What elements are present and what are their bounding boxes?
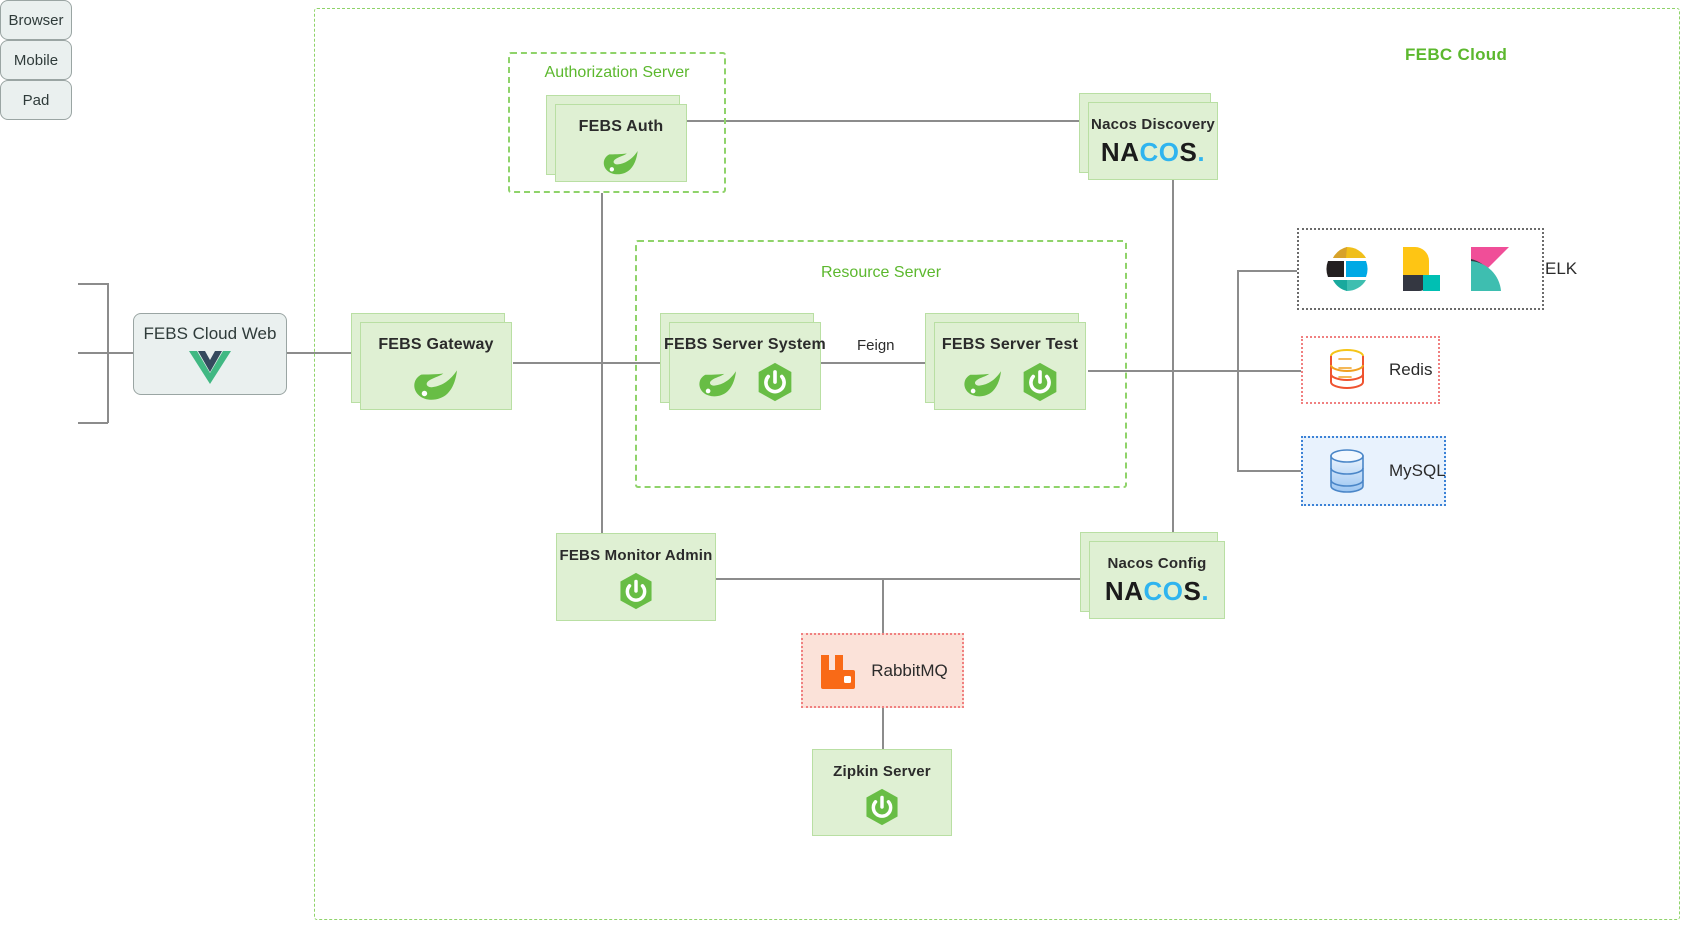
external-rabbitmq[interactable]: RabbitMQ (801, 633, 964, 708)
rabbitmq-icon (817, 651, 857, 691)
nacos-wordmark-dot: . (1201, 576, 1210, 606)
spring-leaf-icon (601, 144, 641, 178)
card-front-layer: FEBS Auth (555, 104, 687, 182)
febs-auth-label: FEBS Auth (578, 118, 664, 135)
edge-test-right-bus (1088, 370, 1238, 372)
external-mysql[interactable]: MySQL (1301, 436, 1446, 506)
card-front-layer: FEBS Monitor Admin (556, 533, 716, 621)
spring-leaf-icon (961, 364, 1005, 400)
group-resource-server-label: Resource Server (820, 264, 942, 281)
redis-label: Redis (1389, 360, 1433, 379)
febs-monitor-admin-label: FEBS Monitor Admin (559, 547, 713, 564)
febs-server-system-label: FEBS Server System (664, 336, 826, 353)
spring-boot-icon (864, 788, 900, 826)
rabbitmq-label: RabbitMQ (871, 660, 948, 680)
edge-gateway-resource (513, 362, 673, 364)
external-redis[interactable]: Redis (1301, 336, 1440, 404)
card-front-layer: FEBS Server Test (934, 322, 1086, 410)
spring-boot-icon (618, 572, 654, 610)
nacos-discovery-label: Nacos Discovery (1091, 116, 1215, 133)
nacos-config-label: Nacos Config (1107, 555, 1207, 572)
client-mobile-label: Mobile (13, 51, 59, 69)
client-mobile[interactable]: Mobile (0, 40, 72, 80)
edge-client-bus-vertical (107, 283, 109, 423)
service-febs-monitor-admin[interactable]: FEBS Monitor Admin (556, 533, 716, 621)
group-authorization-server: Authorization Server (508, 52, 726, 193)
spring-leaf-icon (410, 362, 462, 404)
febs-cloud-web-label: FEBS Cloud Web (143, 324, 277, 343)
service-febs-gateway[interactable]: FEBS Gateway (351, 313, 512, 410)
edge-bus-mysql (1237, 470, 1301, 472)
nacos-wordmark-part1: NA (1104, 576, 1144, 606)
edge-browser-bus (78, 283, 108, 285)
group-authorization-server-label: Authorization Server (544, 64, 690, 81)
edge-web-gateway (285, 352, 351, 354)
service-febs-auth[interactable]: FEBS Auth (546, 95, 687, 182)
nacos-wordmark-dot: . (1197, 137, 1206, 167)
service-febs-server-system[interactable]: FEBS Server System (660, 313, 826, 410)
edge-bus-redis (1237, 370, 1301, 372)
edge-monitor-nacosconfig (716, 578, 1080, 580)
client-pad[interactable]: Pad (0, 80, 72, 120)
edge-label-feign: Feign (851, 337, 901, 354)
client-browser-label: Browser (8, 11, 64, 29)
mysql-cylinder-icon (1325, 446, 1369, 496)
card-front-layer: Zipkin Server (812, 749, 952, 836)
client-browser[interactable]: Browser (0, 0, 72, 40)
edge-auth-monitor-vertical (601, 193, 603, 538)
febc-cloud-boundary (314, 8, 1680, 920)
service-zipkin-server[interactable]: Zipkin Server (812, 749, 952, 836)
logstash-icon (1393, 243, 1445, 295)
external-elk[interactable]: ELK (1297, 228, 1577, 310)
edge-rabbitmq-zipkin (882, 708, 884, 749)
febs-server-test-label: FEBS Server Test (941, 336, 1079, 353)
card-front-layer: FEBS Gateway (360, 322, 512, 410)
kibana-icon (1465, 243, 1517, 295)
spring-boot-icon (1021, 362, 1059, 402)
mysql-label: MySQL (1389, 461, 1446, 480)
elasticsearch-icon (1321, 243, 1373, 295)
nacos-wordmark-part2: CO (1143, 576, 1184, 606)
febs-cloud-web-node[interactable]: FEBS Cloud Web (133, 313, 287, 395)
spring-boot-icon (756, 362, 794, 402)
spring-leaf-icon (696, 364, 740, 400)
edge-bus-elk (1237, 270, 1297, 272)
redis-cylinder-icon (1325, 346, 1369, 394)
zipkin-server-label: Zipkin Server (833, 763, 931, 780)
nacos-wordmark-part2: CO (1139, 137, 1180, 167)
edge-bus-rabbitmq (882, 578, 884, 633)
edge-system-test-feign (821, 362, 925, 364)
edge-nacos-discovery-config (1172, 176, 1174, 536)
elk-label: ELK (1545, 259, 1578, 278)
edge-auth-nacos-discovery (687, 120, 1079, 122)
card-front-layer: FEBS Server System (664, 322, 826, 410)
nacos-wordmark-part1: NA (1100, 137, 1140, 167)
service-febs-server-test[interactable]: FEBS Server Test (925, 313, 1086, 410)
vue-icon (189, 350, 231, 384)
edge-mobile-web (78, 352, 133, 354)
group-resource-server: Resource Server (635, 240, 1127, 488)
edge-pad-bus (78, 422, 108, 424)
nacos-wordmark-part3: S (1179, 137, 1198, 167)
febs-gateway-label: FEBS Gateway (378, 336, 494, 353)
nacos-wordmark-part3: S (1183, 576, 1202, 606)
febc-cloud-label: FEBC Cloud (1405, 45, 1508, 64)
client-pad-label: Pad (22, 91, 50, 109)
